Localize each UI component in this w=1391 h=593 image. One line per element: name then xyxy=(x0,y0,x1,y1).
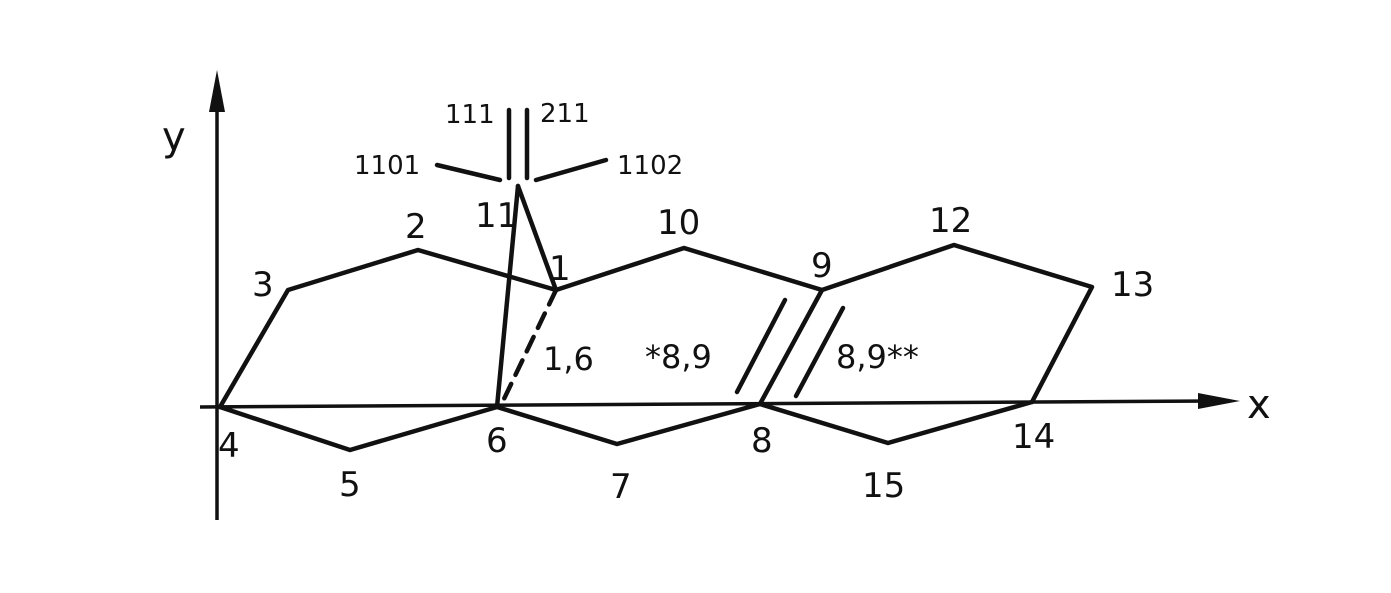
substituent-label-111: 111 xyxy=(445,100,495,130)
axes xyxy=(199,70,1240,520)
atom-label-13: 13 xyxy=(1111,265,1154,305)
atom-label-6: 6 xyxy=(486,421,508,461)
bond-8-9 xyxy=(757,287,825,407)
atom-label-8: 8 xyxy=(751,421,773,461)
y-axis-arrow-icon xyxy=(209,70,225,112)
bond-1-6-dashed xyxy=(500,287,559,404)
bond-label-8-9-star: *8,9 xyxy=(645,338,712,376)
substituent-bonds xyxy=(434,107,609,183)
substituent-label-211: 211 xyxy=(540,99,590,129)
x-axis-arrow-icon xyxy=(1198,393,1240,409)
bond-6-11 xyxy=(494,183,521,410)
atom-label-1: 1 xyxy=(549,249,571,289)
atom-label-3: 3 xyxy=(252,265,274,305)
substituent-label-1101: 1101 xyxy=(354,151,420,181)
x-axis-label: x xyxy=(1247,382,1271,428)
bond-1101 xyxy=(434,162,503,183)
bond-label-1-6: 1,6 xyxy=(543,340,594,378)
atom-label-2: 2 xyxy=(405,207,427,247)
atom-label-9: 9 xyxy=(811,246,833,286)
bond-8-9-double-star-line xyxy=(793,305,846,399)
ring-bonds xyxy=(217,183,1095,453)
y-axis-label: y xyxy=(162,114,186,160)
bond-labels: 1,6 *8,9 8,9** xyxy=(543,338,919,378)
bond-8-9-star-line xyxy=(734,297,788,395)
bond-1102 xyxy=(533,157,609,183)
bond-label-8-9-double-star: 8,9** xyxy=(836,338,919,376)
atom-label-5: 5 xyxy=(339,465,361,505)
atom-label-14: 14 xyxy=(1012,417,1055,457)
atom-label-15: 15 xyxy=(862,466,905,506)
atom-label-11: 11 xyxy=(475,196,518,236)
atom-label-4: 4 xyxy=(218,426,240,466)
substituent-label-1102: 1102 xyxy=(617,151,683,181)
atom-label-7: 7 xyxy=(610,467,632,507)
lower-ring-outline xyxy=(217,399,1035,453)
atom-labels: 1 2 3 4 5 6 7 8 9 10 11 12 13 14 15 xyxy=(218,196,1154,507)
atom-label-12: 12 xyxy=(929,201,972,241)
bond-11-1 xyxy=(515,183,559,293)
x-axis xyxy=(199,399,1216,409)
upper-ring-outline xyxy=(217,242,1095,410)
atom-label-10: 10 xyxy=(657,203,700,243)
substituent-labels: 111 211 1101 1102 xyxy=(354,99,683,181)
